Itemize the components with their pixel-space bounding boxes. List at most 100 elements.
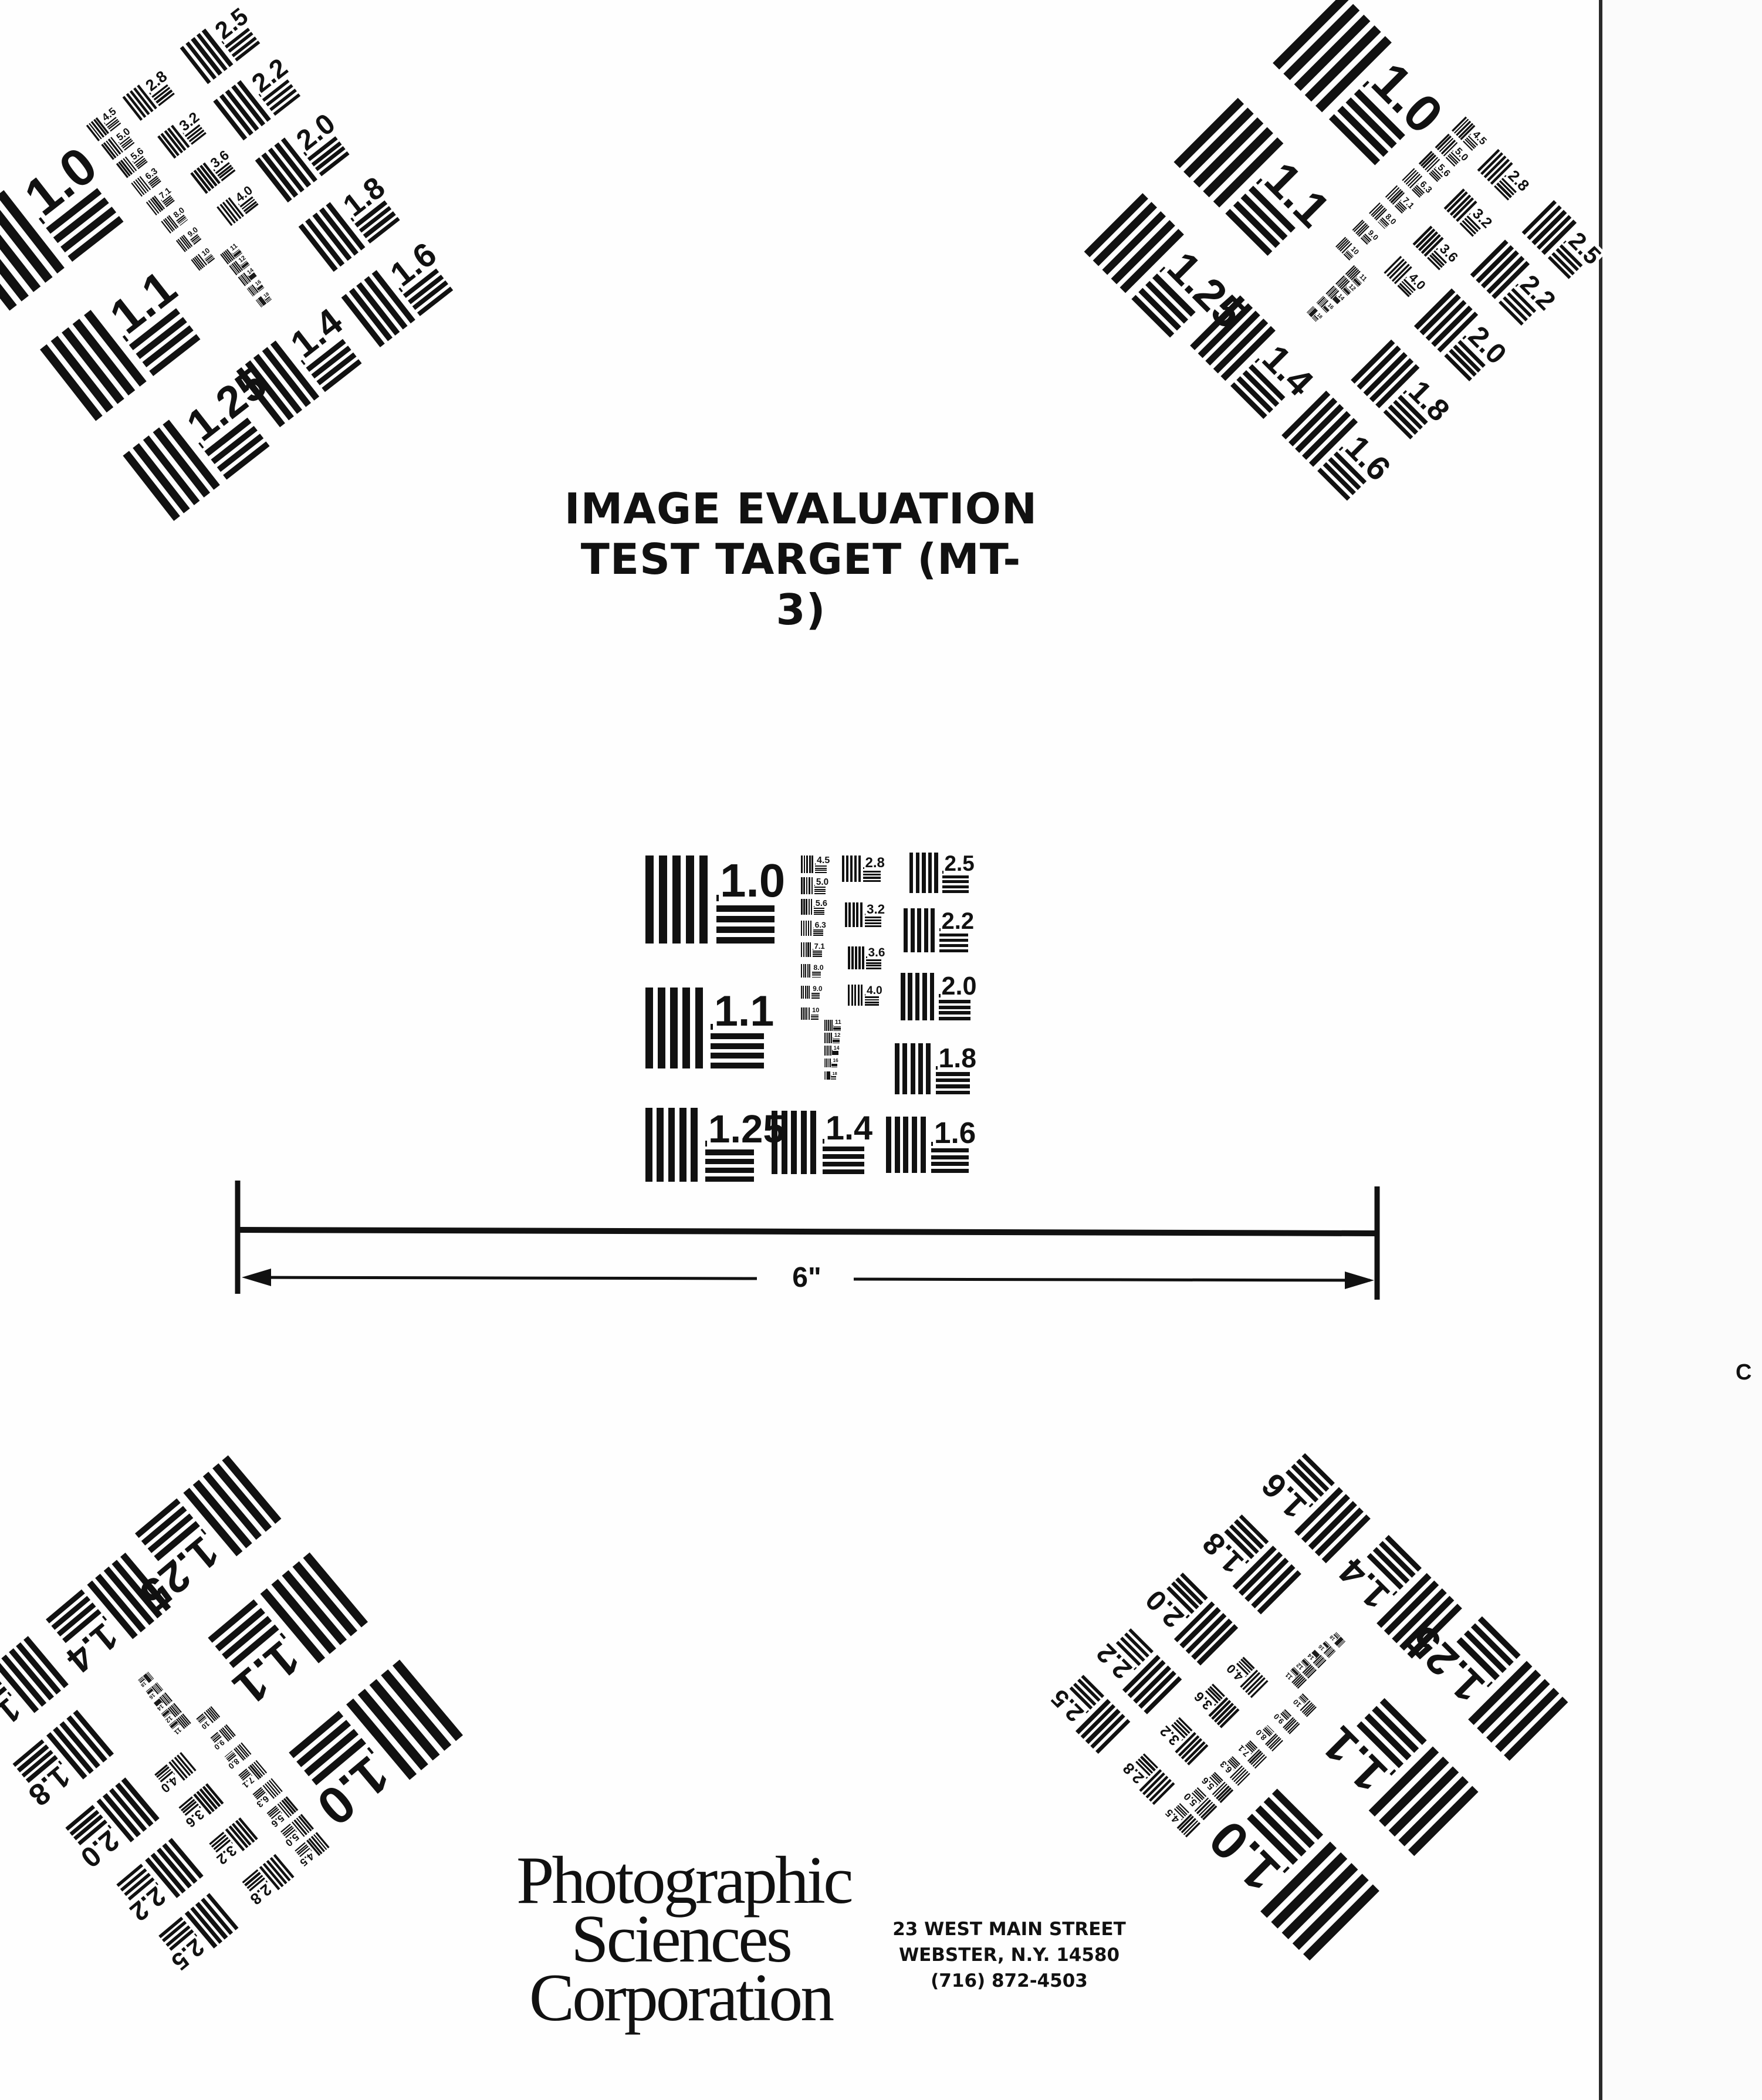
vertical-line-pair-bar: [895, 1043, 900, 1094]
vertical-line-pair-bar: [928, 853, 932, 893]
vertical-line-pair-bar: [824, 1020, 826, 1032]
vertical-line-pair-bar: [917, 908, 921, 952]
vertical-line-pair-bar: [803, 855, 806, 873]
vertical-line-pair-bar: [915, 853, 920, 893]
horizontal-line-pair-bar: [814, 887, 826, 888]
vertical-line-pair-bar: [810, 921, 812, 936]
horizontal-line-pair-bar: [811, 976, 821, 978]
horizontal-line-pair-bar: [831, 1078, 837, 1080]
horizontal-line-pair-bar: [711, 1043, 765, 1049]
vertical-line-pair-bar: [807, 964, 809, 978]
resolution-group-center-large-5: 1.8: [895, 1043, 978, 1094]
resolution-label: 1.4: [824, 1110, 874, 1148]
horizontal-line-pair-bar: [942, 890, 969, 893]
vertical-line-pair-bar: [828, 1046, 830, 1056]
resolution-label: 2.8: [864, 854, 886, 871]
vertical-line-pair-bar: [934, 853, 938, 893]
vertical-line-pair-bar: [826, 1033, 827, 1043]
horizontal-line-pair-bar: [942, 875, 969, 879]
vertical-line-pair-bar: [807, 986, 809, 999]
horizontal-line-pair-bar: [815, 870, 827, 871]
horizontal-line-pair-bar: [942, 880, 969, 884]
scale-arrow-line-right: [853, 1277, 1371, 1282]
scale-left-arrowhead: [242, 1269, 271, 1286]
title-line-1: IMAGE EVALUATION: [564, 484, 1038, 533]
vertical-line-pair-bar: [909, 853, 914, 893]
horizontal-line-pair-bar: [811, 993, 820, 994]
resolution-group-center-small-6: 9.0: [801, 986, 824, 999]
horizontal-line-pair-bar: [814, 888, 826, 890]
horizontal-line-pair-bar: [811, 996, 820, 997]
horizontal-line-pair-bar: [939, 949, 968, 952]
horizontal-line-pair-bar: [936, 1072, 970, 1076]
vertical-line-pair-bar: [682, 988, 691, 1068]
vertical-line-pair-bar: [827, 1033, 829, 1043]
horizontal-line-pair-bar: [811, 973, 821, 975]
horizontal-line-pair-bar: [813, 929, 824, 931]
horizontal-line-pair-bar: [812, 955, 823, 957]
horizontal-line-pair-bar: [823, 1147, 865, 1152]
vertical-line-pair-bar: [772, 1111, 778, 1174]
vertical-line-pair-bar: [918, 1043, 924, 1094]
vertical-line-pair-bar: [808, 1007, 810, 1020]
horizontal-line-pair-bar: [811, 995, 820, 996]
vertical-line-pair-bar: [910, 1043, 915, 1094]
vertical-line-pair-bar: [827, 1020, 829, 1032]
vertical-line-pair-bar: [901, 973, 905, 1020]
horizontal-line-pair-bar: [832, 1052, 839, 1053]
vertical-line-pair-bar: [801, 899, 803, 915]
vertical-line-pair-bar: [922, 853, 926, 893]
horizontal-line-pair-bar: [865, 996, 879, 999]
vertical-line-pair-bar: [695, 988, 703, 1068]
vertical-line-pair-bar: [857, 985, 860, 1006]
title-line-2: TEST TARGET (MT-3): [580, 535, 1022, 634]
adjacent-sheet-partial-text: C: [1736, 1360, 1752, 1385]
resolution-label: 6.3: [813, 919, 827, 929]
horizontal-line-pair-bar: [823, 1169, 865, 1174]
horizontal-line-pair-bar: [864, 922, 881, 924]
vertical-line-pair-bar: [824, 1033, 826, 1043]
vertical-line-pair-bar: [800, 1111, 807, 1174]
vertical-line-pair-bar: [791, 1111, 797, 1174]
vertical-line-pair-bar: [860, 902, 863, 927]
adjacent-sheet-strip: [1605, 0, 1762, 2100]
vertical-line-pair-bar: [854, 985, 857, 1006]
vertical-line-pair-bar: [809, 877, 810, 894]
horizontal-line-pair-bar: [939, 938, 968, 942]
vertical-line-pair-bar: [908, 973, 912, 1020]
resolution-group-center-small-4: 7.1: [801, 942, 826, 957]
resolution-group-center-medium-3: 4.0: [848, 985, 884, 1006]
vertical-line-pair-bar: [811, 855, 814, 873]
resolution-group-center-medium-2: 3.6: [848, 946, 887, 969]
vertical-line-pair-bar: [842, 855, 845, 882]
horizontal-line-pair-bar: [815, 867, 827, 869]
horizontal-line-pair-bar: [864, 919, 881, 921]
resolution-label: 12: [833, 1032, 842, 1039]
resolution-label: 16: [831, 1058, 840, 1064]
horizontal-line-pair-bar: [823, 1154, 865, 1159]
horizontal-line-pair-bar: [813, 935, 824, 936]
vertical-line-pair-bar: [827, 1059, 828, 1068]
address-line-2: WEBSTER, N.Y. 14580: [898, 1945, 1120, 1966]
horizontal-line-pair-bar: [810, 1014, 819, 1016]
resolution-label: 3.2: [865, 901, 887, 917]
vertical-line-pair-bar: [851, 946, 854, 969]
resolution-group-center-large-8: 2.5: [909, 853, 976, 893]
horizontal-line-pair-bar: [814, 914, 825, 915]
resolution-label: 1.1: [713, 986, 776, 1035]
vertical-line-pair-bar: [830, 1046, 831, 1056]
vertical-line-pair-bar: [807, 942, 809, 957]
vertical-line-pair-bar: [827, 1046, 828, 1056]
address-line-1: 23 WEST MAIN STREET: [892, 1919, 1126, 1940]
resolution-group-center-large-7: 2.2: [904, 908, 976, 952]
horizontal-line-pair-bar: [863, 877, 881, 879]
horizontal-line-pair-bar: [863, 880, 881, 882]
vertical-line-pair-bar: [658, 988, 666, 1068]
horizontal-line-pair-bar: [931, 1155, 969, 1159]
vertical-line-pair-bar: [659, 855, 667, 944]
resolution-label: 2.0: [940, 972, 978, 1000]
horizontal-line-pair-bar: [711, 1033, 765, 1040]
vertical-line-pair-bar: [672, 855, 681, 944]
vertical-line-pair-bar: [846, 855, 849, 882]
